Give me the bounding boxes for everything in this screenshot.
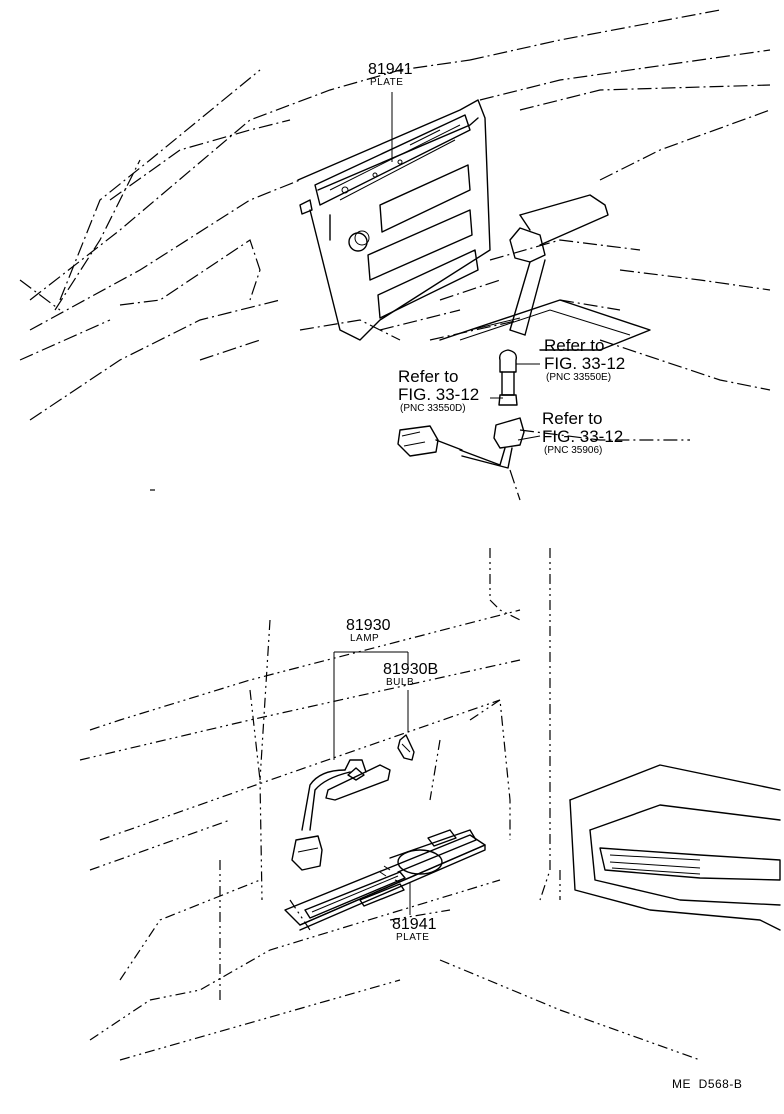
plate-name-upper: PLATE: [370, 77, 404, 88]
ref-1-fig: FIG. 33-12: [544, 354, 626, 373]
lower-view-drawing: [79, 548, 781, 1061]
bulb-name: BULB: [386, 677, 415, 688]
drawing-code: ME D568-B: [672, 1077, 743, 1091]
ref-2-pnc: (PNC 33550D): [400, 403, 466, 414]
lamp-part-number: 81930: [346, 617, 391, 634]
ref-2-title: Refer to: [398, 367, 459, 386]
ref-1-pnc: (PNC 33550E): [546, 372, 612, 383]
plate-part-number-upper: 81941: [368, 61, 413, 78]
bulb-part-number: 81930B: [383, 661, 439, 678]
lamp-name: LAMP: [350, 633, 380, 644]
ref-3-pnc: (PNC 35906): [544, 445, 603, 456]
ref-3-fig: FIG. 33-12: [542, 427, 624, 446]
upper-view-drawing: [19, 9, 771, 501]
plate-part-number-lower: 81941: [392, 916, 437, 933]
ref-3-title: Refer to: [542, 409, 603, 428]
ref-1-title: Refer to: [544, 336, 605, 355]
plate-name-lower: PLATE: [396, 932, 430, 943]
ref-2-fig: FIG. 33-12: [398, 385, 480, 404]
